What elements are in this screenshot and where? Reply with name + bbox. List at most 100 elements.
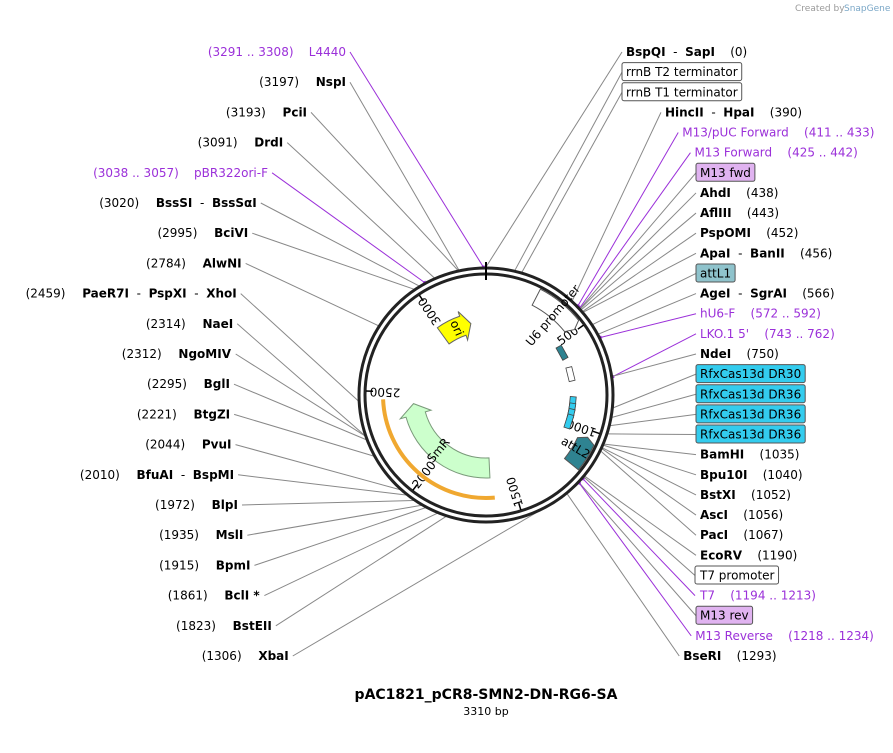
label-part: Bpu10I — [700, 467, 747, 481]
map-label[interactable]: M13 Forward (425 .. 442) — [694, 145, 857, 159]
map-label[interactable]: LKO.1 5' (743 .. 762) — [700, 326, 835, 340]
map-label[interactable]: PacI (1067) — [700, 528, 783, 542]
map-label[interactable]: rrnB T1 terminator — [621, 82, 743, 102]
label-box — [695, 263, 736, 283]
backbone-inner-strand — [363, 272, 609, 518]
feature-ori[interactable]: ori — [436, 311, 472, 345]
map-label[interactable]: M13 fwd — [695, 162, 756, 182]
map-label[interactable]: (2221) BtgZI — [137, 407, 230, 421]
label-part: PspXI — [149, 286, 187, 300]
map-label[interactable]: (3197) NspI — [259, 75, 346, 89]
map-label[interactable]: (2314) NaeI — [146, 316, 233, 330]
map-label[interactable]: T7 (1194 .. 1213) — [699, 588, 816, 602]
map-label[interactable]: BspQI - SapI (0) — [626, 45, 747, 59]
label-part: AflIII — [700, 206, 732, 220]
map-label[interactable]: BseRI (1293) — [683, 649, 776, 663]
leader-line — [598, 293, 697, 335]
map-label[interactable]: (2044) PvuI — [145, 437, 231, 451]
map-label[interactable]: (2295) BglI — [147, 377, 230, 391]
label-text: RfxCas13d DR36 — [700, 387, 801, 401]
map-label[interactable]: (3020) BssSI - BssSαI — [99, 196, 257, 210]
label-part: PciI — [266, 105, 307, 119]
map-label[interactable]: (2995) BciVI — [157, 226, 248, 240]
map-label[interactable]: RfxCas13d DR30 — [695, 364, 806, 384]
label-part: (1056) — [728, 508, 783, 522]
label-part: (2295) — [147, 377, 187, 391]
map-label[interactable]: rrnB T2 terminator — [621, 62, 743, 82]
map-label[interactable]: (1935) MslI — [159, 528, 243, 542]
feature-arrow — [436, 311, 472, 345]
label-part: (2221) — [137, 407, 177, 421]
plasmid-name: pAC1821_pCR8-SMN2-DN-RG6-SA — [355, 687, 618, 703]
label-part: BspMI — [193, 467, 234, 481]
map-label[interactable]: RfxCas13d DR36 — [695, 424, 806, 444]
label-part: (0) — [715, 45, 747, 59]
label-part: (2995) — [157, 226, 197, 240]
label-part: (3091) — [198, 135, 238, 149]
label-part: BtgZI — [177, 407, 230, 421]
map-label[interactable]: NdeI (750) — [700, 347, 779, 361]
map-label[interactable]: AgeI - SgrAI (566) — [700, 286, 835, 300]
map-label[interactable]: (2010) BfuAI - BspMI — [80, 467, 234, 481]
label-part: MslI — [199, 528, 243, 542]
label-box — [621, 82, 743, 102]
map-label[interactable]: hU6-F (572 .. 592) — [700, 306, 821, 320]
leader-line — [611, 393, 697, 418]
leader-line — [583, 252, 697, 313]
map-label[interactable]: BstXI (1052) — [700, 487, 791, 501]
map-label[interactable]: (2784) AlwNI — [146, 256, 242, 270]
map-label[interactable]: M13/pUC Forward (411 .. 433) — [682, 125, 874, 139]
map-label[interactable]: (1915) BpmI — [159, 558, 250, 572]
map-label[interactable]: HincII - HpaI (390) — [665, 105, 802, 119]
map-label[interactable]: (1972) BlpI — [155, 498, 238, 512]
map-label[interactable]: (1861) BclI * — [168, 588, 261, 602]
map-label[interactable]: RfxCas13d DR36 — [695, 404, 806, 424]
label-text: M13 Reverse (1218 .. 1234) — [695, 628, 874, 642]
label-part: (1067) — [728, 528, 783, 542]
map-label[interactable]: AscI (1056) — [700, 508, 783, 522]
leader-line — [612, 333, 697, 378]
map-label[interactable]: (3193) PciI — [226, 105, 307, 119]
map-label[interactable]: EcoRV (1190) — [700, 548, 797, 562]
map-label[interactable]: (2312) NgoMIV — [122, 347, 232, 361]
label-part: RfxCas13d DR30 — [700, 367, 801, 381]
label-text: (1935) MslI — [159, 528, 243, 542]
label-text: (3197) NspI — [259, 75, 346, 89]
map-label[interactable]: PspOMI (452) — [700, 226, 798, 240]
label-text: (1861) BclI * — [168, 588, 261, 602]
label-part: (2784) — [146, 256, 186, 270]
leader-line — [578, 482, 692, 637]
feature-smr[interactable]: SmR — [381, 399, 495, 500]
map-label[interactable]: AflIII (443) — [700, 206, 779, 220]
label-text: PacI (1067) — [700, 528, 783, 542]
map-label[interactable]: (1823) BstEII — [176, 618, 272, 632]
map-label[interactable]: (3091) DrdI — [198, 135, 284, 149]
ruler-tick-label: 2500 — [370, 385, 401, 400]
map-label[interactable]: M13 rev — [695, 605, 754, 625]
leader-line — [292, 495, 565, 657]
label-text: (2459) PaeR7I - PspXI - XhoI — [26, 286, 237, 300]
map-label[interactable]: attL1 — [695, 263, 736, 283]
label-part: XbaI — [242, 649, 289, 663]
leader-line — [233, 383, 367, 441]
map-label[interactable]: T7 promoter — [694, 565, 780, 585]
leader-line — [607, 433, 697, 436]
map-label[interactable]: Bpu10I (1040) — [700, 467, 803, 481]
label-part: attL1 — [700, 266, 731, 280]
map-label[interactable]: BamHI (1035) — [700, 447, 799, 461]
map-label[interactable]: M13 Reverse (1218 .. 1234) — [695, 628, 874, 642]
map-label[interactable]: (1306) XbaI — [202, 649, 289, 663]
map-label[interactable]: AhdI (438) — [700, 185, 778, 199]
map-label[interactable]: (3038 .. 3057) pBR322ori-F — [93, 165, 268, 179]
label-part: - — [704, 105, 724, 119]
feature-attl2[interactable]: attL2 — [559, 434, 595, 471]
label-part: BglI — [187, 377, 230, 391]
map-label[interactable]: ApaI - BanII (456) — [700, 246, 832, 260]
map-label[interactable]: (2459) PaeR7I - PspXI - XhoI — [26, 286, 237, 300]
label-part: LKO.1 5' — [700, 326, 749, 340]
label-part: (1040) — [747, 467, 802, 481]
map-label[interactable]: RfxCas13d DR36 — [695, 384, 806, 404]
label-part: RfxCas13d DR36 — [700, 427, 801, 441]
map-label[interactable]: (3291 .. 3308) L4440 — [208, 45, 346, 59]
